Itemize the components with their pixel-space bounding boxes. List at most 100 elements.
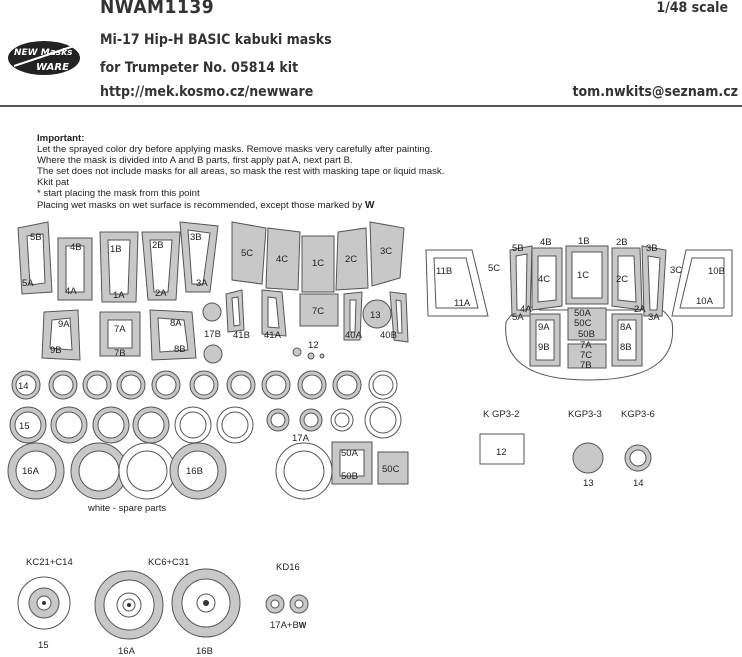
instructions-block: Important: Let the sprayed color dry bef… (37, 133, 497, 211)
instruction-line: Kkit pat (37, 177, 69, 189)
part-label: 14 (18, 381, 29, 392)
part-label: 7A (580, 340, 592, 351)
part-label: 4C (538, 274, 550, 285)
part-label: 16B (186, 466, 203, 477)
part-label: 2B (152, 240, 164, 251)
spare-parts-note: white - spare parts (88, 503, 167, 514)
part-label: 10B (708, 266, 725, 277)
wheel-name: KD16 (276, 562, 300, 573)
part-label: 2A (155, 288, 167, 299)
instructions-heading: Important: (37, 133, 85, 144)
wet-mark-icon: W (364, 199, 375, 211)
part-label: 8B (620, 342, 632, 353)
trapezoid-frames (17, 221, 219, 303)
part-label: 5B (30, 232, 42, 243)
part-label: 50C (382, 464, 400, 475)
part-label: 7C (312, 306, 324, 317)
mask-7c (299, 293, 339, 327)
part-label: 4C (276, 254, 288, 265)
part-label: 1B (578, 236, 590, 247)
part-label: 9B (50, 345, 62, 356)
part-label: 2A (634, 304, 646, 315)
part-label: 13 (370, 310, 381, 321)
part-label: 2C (345, 254, 357, 265)
part-label: 17B (204, 329, 221, 340)
part-label: 12 (496, 447, 507, 458)
part-label: 3B (190, 232, 202, 243)
part-label: 41A (264, 330, 282, 341)
product-code: NWAM1139 (100, 0, 215, 18)
part-label: 3C (670, 265, 682, 276)
part-label: 40B (380, 330, 397, 341)
scale-label: 1/48 scale (656, 0, 728, 16)
wheel-part: 16A (118, 646, 135, 657)
part-label: 4B (540, 237, 552, 248)
part-label: 1C (577, 270, 589, 281)
part-label: 2B (616, 237, 628, 248)
part-label: 1B (110, 244, 122, 255)
wheel-name: KC21+C14 (26, 557, 73, 568)
website-link[interactable]: http://mek.kosmo.cz/newware (100, 84, 314, 100)
part-label: 16A (22, 466, 40, 477)
instruction-line: The set does not include masks for all a… (37, 166, 445, 178)
kgp-part: 13 (583, 478, 594, 489)
part-label: 3B (646, 243, 658, 254)
part-label: 9A (58, 319, 70, 330)
instruction-line: Let the sprayed color dry before applyin… (37, 144, 433, 156)
part-label: 5B (512, 243, 524, 254)
logo-text-1: NEW Masks (14, 48, 73, 58)
part-label: 17A (292, 433, 310, 444)
wheel-masks (17, 568, 309, 640)
part-label: 15 (19, 421, 30, 432)
part-label: 8A (620, 322, 632, 333)
instruction-line: Placing wet masks on wet surface is reco… (37, 199, 375, 211)
product-subtitle: for Trumpeter No. 05814 kit (100, 60, 299, 76)
part-label: 4B (70, 242, 82, 253)
part-label: 50C (574, 318, 592, 329)
part-label: 2C (616, 274, 628, 285)
part-label: 50B (341, 471, 358, 482)
part-label: 41B (233, 330, 250, 341)
part-label: 5C (241, 248, 253, 259)
kgp-name: KGP3-6 (621, 409, 655, 420)
kgp-name: KGP3-3 (568, 409, 602, 420)
part-label: 9B (538, 342, 550, 353)
brand-logo: NEW Masks WARE (6, 38, 84, 78)
part-label: 7A (114, 324, 126, 335)
part-label: 40A (345, 330, 363, 341)
part-label: 5C (488, 263, 500, 274)
part-label: 7C (580, 350, 592, 361)
wheel-part: 17A+BW (270, 620, 307, 631)
part-label: 3A (196, 278, 208, 289)
ring-masks (7, 370, 402, 500)
instruction-line: Where the mask is divided into A and B p… (37, 155, 353, 167)
logo-text-2: WARE (36, 62, 69, 73)
part-label: 4A (520, 304, 532, 315)
part-label: 7B (580, 360, 592, 371)
wheel-part: 15 (38, 640, 49, 651)
wet-mark-icon: W (298, 621, 307, 630)
part-label: 1C (312, 258, 324, 269)
header-divider (0, 105, 742, 107)
email-link[interactable]: tom.nwkits@seznam.cz (572, 84, 738, 100)
part-label: 12 (308, 340, 319, 351)
cockpit-diagram (425, 245, 733, 381)
kgp-name: K GP3-2 (483, 409, 520, 420)
part-label: 11B (436, 266, 452, 277)
wheel-part: 16B (196, 646, 213, 657)
part-label: 9A (538, 322, 550, 333)
part-label: 11A (454, 298, 471, 309)
solid-panels (231, 221, 405, 293)
part-label: 5A (512, 312, 524, 323)
part-label: 50A (574, 308, 592, 319)
part-label: 50A (341, 448, 359, 459)
part-label: 5A (22, 278, 34, 289)
part-label: 50B (578, 329, 595, 340)
instruction-line: * start placing the mask from this point (37, 188, 200, 200)
part-label: 4A (65, 286, 77, 297)
part-label: 1A (113, 290, 125, 301)
part-label: 8B (174, 344, 186, 355)
wheel-name: KC6+C31 (148, 557, 190, 568)
part-label: 8A (170, 318, 182, 329)
